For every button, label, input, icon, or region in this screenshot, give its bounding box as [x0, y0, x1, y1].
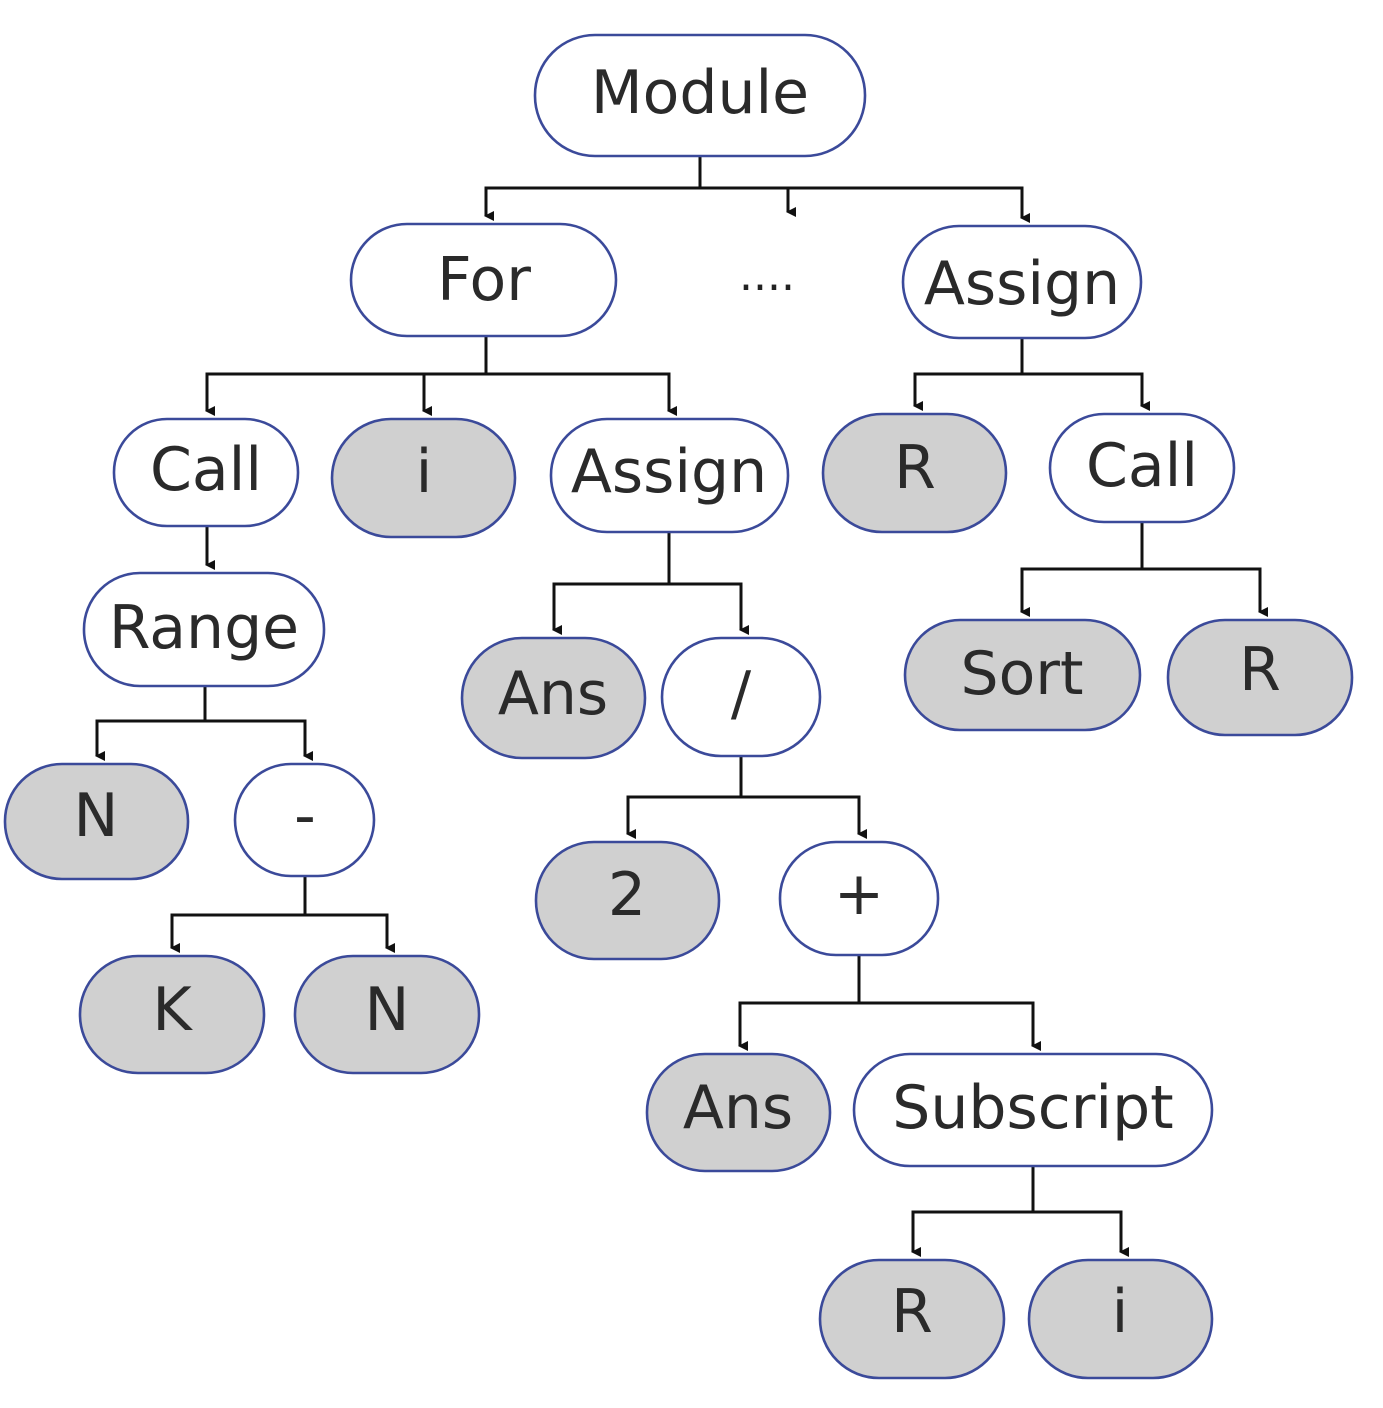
edge-for-assign [486, 372, 677, 416]
node-ans-target: Ans [460, 636, 647, 760]
node-k: K [78, 954, 266, 1075]
node-i-loop: i [330, 417, 517, 539]
edge-module-assign [700, 186, 1030, 223]
node-module: Module [533, 33, 867, 158]
node-label: Assign [924, 249, 1120, 319]
node-range: Range [82, 571, 326, 688]
edge-for-i [422, 372, 486, 416]
node-r-sub: R [818, 1258, 1006, 1380]
edge-plus-ans [738, 955, 861, 1051]
edge-module-children [484, 156, 702, 221]
node-label: Assign [571, 437, 767, 507]
edge-assign-ans [552, 532, 671, 635]
edge-assign-r [913, 338, 1024, 411]
node-sort: Sort [903, 618, 1142, 732]
edge-assign-call [1022, 372, 1150, 411]
node-label: Sort [961, 639, 1084, 709]
node-call-sort: Call [1048, 412, 1236, 524]
node-div: / [660, 636, 822, 758]
node-plus: + [778, 840, 940, 957]
node-label: Ans [683, 1073, 793, 1143]
edge-plus-subscript [859, 1001, 1041, 1051]
node-n-second: N [293, 954, 481, 1075]
edge-call-sort [1020, 522, 1144, 617]
node-label: R [1239, 635, 1281, 705]
edge-for-call [205, 336, 488, 416]
node-label: / [731, 659, 752, 729]
edge-module-ellipsis [700, 186, 796, 217]
node-r-target: R [821, 412, 1008, 534]
edge-range-minus [205, 719, 313, 761]
edge-subscript-i [1033, 1210, 1129, 1257]
node-label: + [834, 859, 884, 929]
node-label: 2 [608, 860, 646, 930]
edges [95, 156, 1268, 1257]
edge-subscript-r [911, 1166, 1035, 1257]
node-label: Call [150, 435, 262, 505]
node-for: For [349, 222, 618, 338]
node-r-arg: R [1166, 618, 1354, 737]
node-subscript: Subscript [852, 1052, 1214, 1168]
node-label: - [294, 781, 316, 851]
node-label: Subscript [892, 1073, 1173, 1143]
node-assign-top: Assign [901, 224, 1143, 340]
node-label: Range [109, 593, 299, 663]
node-label: Ans [498, 659, 608, 729]
node-label: i [416, 437, 433, 507]
node-label: N [74, 781, 119, 851]
node-minus: - [233, 762, 376, 878]
node-i-sub: i [1027, 1258, 1214, 1380]
node-label: For [437, 245, 531, 315]
edge-range-n [95, 686, 207, 761]
edge-minus-n [305, 913, 395, 953]
node-label: Module [591, 58, 809, 128]
node-n-first: N [3, 762, 190, 881]
edge-assign-div [669, 582, 749, 635]
node-two: 2 [534, 840, 721, 961]
node-label: R [894, 433, 936, 503]
edge-minus-k [170, 876, 307, 953]
node-label: N [365, 975, 410, 1045]
node-ans-value: Ans [645, 1052, 832, 1173]
node-call-range: Call [112, 417, 300, 528]
node-label: Call [1086, 431, 1198, 501]
ellipsis-text: .... [739, 250, 795, 301]
node-assign-inner: Assign [549, 417, 790, 534]
node-label: i [1112, 1277, 1129, 1347]
edge-div-two [626, 756, 743, 839]
edge-div-plus [741, 795, 867, 839]
node-label: R [891, 1277, 933, 1347]
edge-call-r [1142, 567, 1268, 617]
node-label: K [152, 975, 193, 1045]
